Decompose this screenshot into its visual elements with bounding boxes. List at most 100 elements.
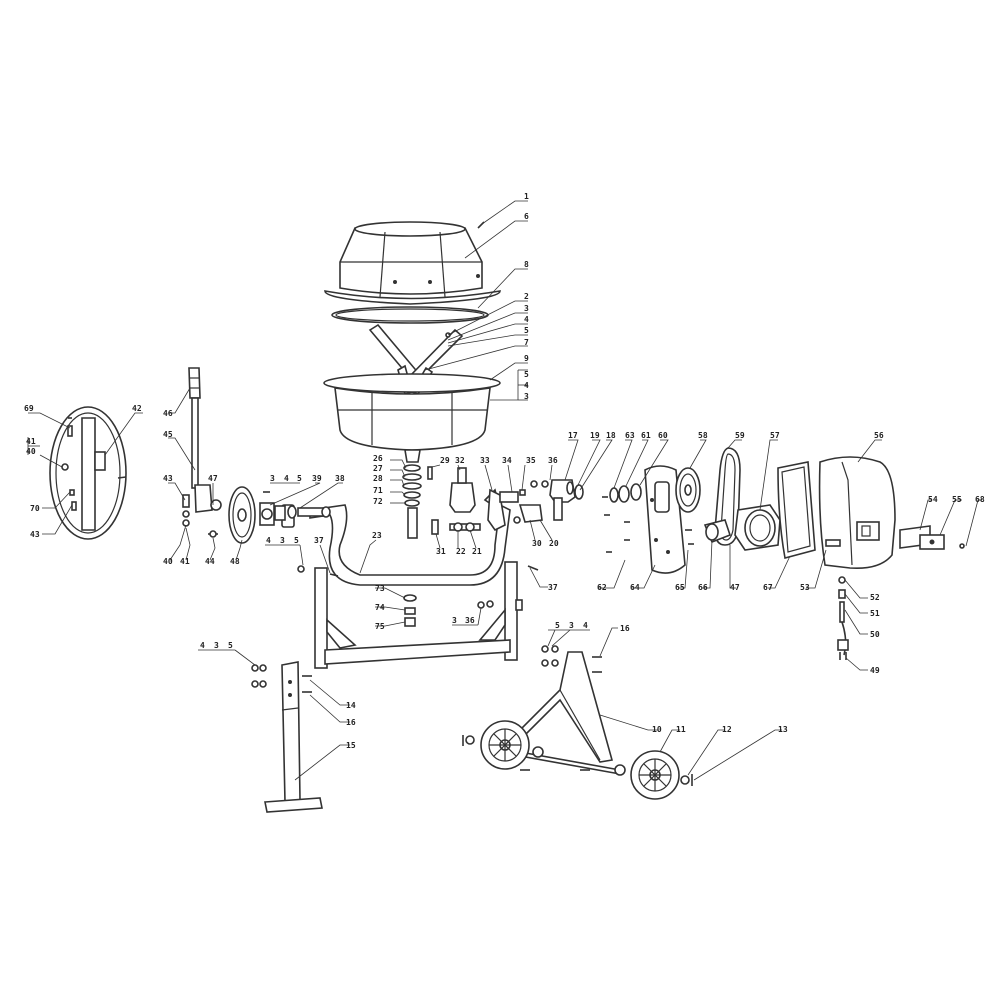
- pulley-part: [675, 467, 701, 513]
- label-5: 5: [555, 621, 560, 630]
- label-16: 16: [346, 718, 356, 727]
- label-69: 69: [24, 404, 34, 413]
- stand-frame-part: [314, 561, 518, 669]
- label-41: 41: [26, 437, 36, 446]
- label-47: 47: [730, 583, 740, 592]
- switch-parts: [899, 525, 965, 550]
- drum-top-part: [324, 221, 501, 305]
- label-3: 3: [452, 616, 457, 625]
- label-14: 14: [346, 701, 356, 710]
- label-43: 43: [163, 474, 173, 483]
- tilt-gear-part: [228, 486, 256, 544]
- label-39: 39: [312, 474, 322, 483]
- label-60: 60: [658, 431, 668, 440]
- label-5: 5: [524, 326, 529, 335]
- label-54: 54: [928, 495, 938, 504]
- label-27: 27: [373, 464, 383, 473]
- bearings-63-61: [609, 483, 642, 503]
- label-3: 3: [214, 641, 219, 650]
- misc-bolts: [209, 530, 539, 611]
- label-35: 35: [526, 456, 536, 465]
- wheel-right-part: [630, 750, 680, 800]
- label-70: 70: [30, 504, 40, 513]
- label-53: 53: [800, 583, 810, 592]
- label-31: 31: [436, 547, 446, 556]
- label-48: 48: [230, 557, 240, 566]
- drum-bottom-part: [323, 373, 501, 463]
- label-45: 45: [163, 430, 173, 439]
- label-8: 8: [524, 260, 529, 269]
- wheel-axle-frame-part: [513, 651, 621, 775]
- label-2: 2: [524, 292, 529, 301]
- label-9: 9: [524, 354, 529, 363]
- rear-leg-part: [264, 661, 323, 813]
- label-4: 4: [583, 621, 588, 630]
- label-4: 4: [284, 474, 289, 483]
- label-3: 3: [280, 536, 285, 545]
- label-5: 5: [524, 370, 529, 379]
- label-67: 67: [763, 583, 773, 592]
- label-19: 19: [590, 431, 600, 440]
- label-1: 1: [524, 192, 529, 201]
- tilt-handle-part: [182, 367, 222, 535]
- label-64: 64: [630, 583, 640, 592]
- label-40: 40: [163, 557, 173, 566]
- label-22: 22: [456, 547, 466, 556]
- hand-wheel-part: [49, 406, 127, 540]
- label-40: 40: [26, 447, 36, 456]
- label-37: 37: [548, 583, 558, 592]
- motor-part: [703, 504, 781, 551]
- label-3: 3: [524, 304, 529, 313]
- label-29: 29: [440, 456, 450, 465]
- label-21: 21: [472, 547, 482, 556]
- label-32: 32: [455, 456, 465, 465]
- label-7: 7: [524, 338, 529, 347]
- drum-shaft-stack: [402, 464, 422, 539]
- power-cord-part: [837, 576, 849, 660]
- label-12: 12: [722, 725, 732, 734]
- pinion-bracket-part: [259, 491, 331, 526]
- label-66: 66: [698, 583, 708, 592]
- label-23: 23: [372, 531, 382, 540]
- label-15: 15: [346, 741, 356, 750]
- label-71: 71: [373, 486, 383, 495]
- drive-parts: [427, 466, 584, 535]
- label-26: 26: [373, 454, 383, 463]
- label-56: 56: [874, 431, 884, 440]
- label-37: 37: [314, 536, 324, 545]
- motor-cover-inner-part: [644, 465, 686, 574]
- label-73: 73: [375, 584, 385, 593]
- label-38: 38: [335, 474, 345, 483]
- label-46: 46: [163, 409, 173, 418]
- label-30: 30: [532, 539, 542, 548]
- motor-housing-part: [818, 456, 896, 570]
- label-51: 51: [870, 609, 880, 618]
- label-68: 68: [975, 495, 985, 504]
- label-43: 43: [30, 530, 40, 539]
- label-41: 41: [180, 557, 190, 566]
- label-18: 18: [606, 431, 616, 440]
- label-65: 65: [675, 583, 685, 592]
- wheel-left-part: [480, 720, 530, 770]
- label-4: 4: [524, 315, 529, 324]
- label-36: 36: [465, 616, 475, 625]
- label-5: 5: [228, 641, 233, 650]
- label-75: 75: [375, 622, 385, 631]
- label-36: 36: [548, 456, 558, 465]
- label-3: 3: [524, 392, 529, 401]
- label-11: 11: [676, 725, 686, 734]
- label-55: 55: [952, 495, 962, 504]
- label-33: 33: [480, 456, 490, 465]
- label-5: 5: [297, 474, 302, 483]
- label-5: 5: [294, 536, 299, 545]
- label-4: 4: [266, 536, 271, 545]
- label-4: 4: [524, 381, 529, 390]
- label-59: 59: [735, 431, 745, 440]
- label-10: 10: [652, 725, 662, 734]
- label-62: 62: [597, 583, 607, 592]
- label-72: 72: [373, 497, 383, 506]
- motor-cover-screws: [602, 496, 694, 553]
- label-3: 3: [270, 474, 275, 483]
